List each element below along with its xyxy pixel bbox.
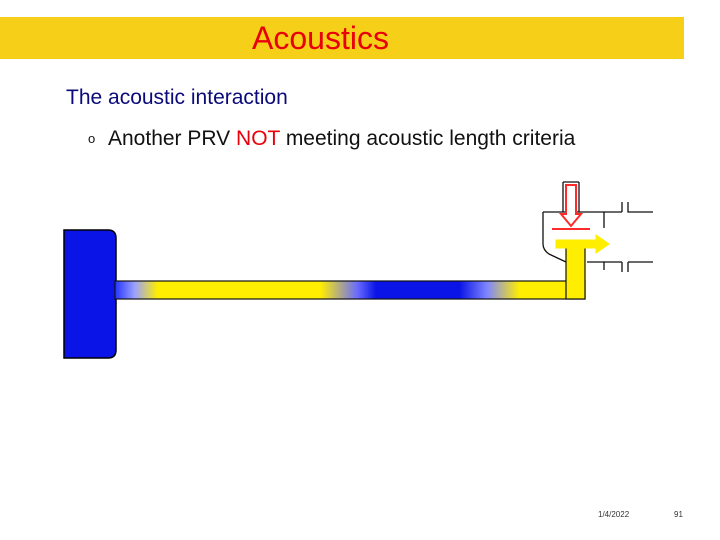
title-bar	[0, 17, 684, 59]
bullet-item: o Another PRV NOT meeting acoustic length…	[88, 127, 575, 151]
flow-arrow	[555, 234, 610, 254]
riser-pipe	[565, 245, 586, 300]
slide-subtitle: The acoustic interaction	[66, 86, 288, 109]
footer-date: 1/4/2022	[598, 510, 630, 519]
bullet-text-before: Another PRV	[108, 127, 237, 150]
bullet-text-highlight: NOT	[236, 127, 280, 150]
valve-spring-arrow	[558, 184, 584, 228]
outlet-pipe-top	[604, 202, 653, 213]
outlet-pipe-bottom	[604, 261, 653, 272]
slide-title: Acoustics	[252, 20, 389, 56]
inlet-pipe	[114, 280, 586, 300]
bullet-text-after: meeting acoustic length criteria	[279, 127, 576, 150]
vessel	[63, 229, 117, 359]
bullet-marker: o	[88, 131, 96, 146]
valve-cap	[562, 181, 580, 212]
page-number: 91	[674, 510, 683, 519]
